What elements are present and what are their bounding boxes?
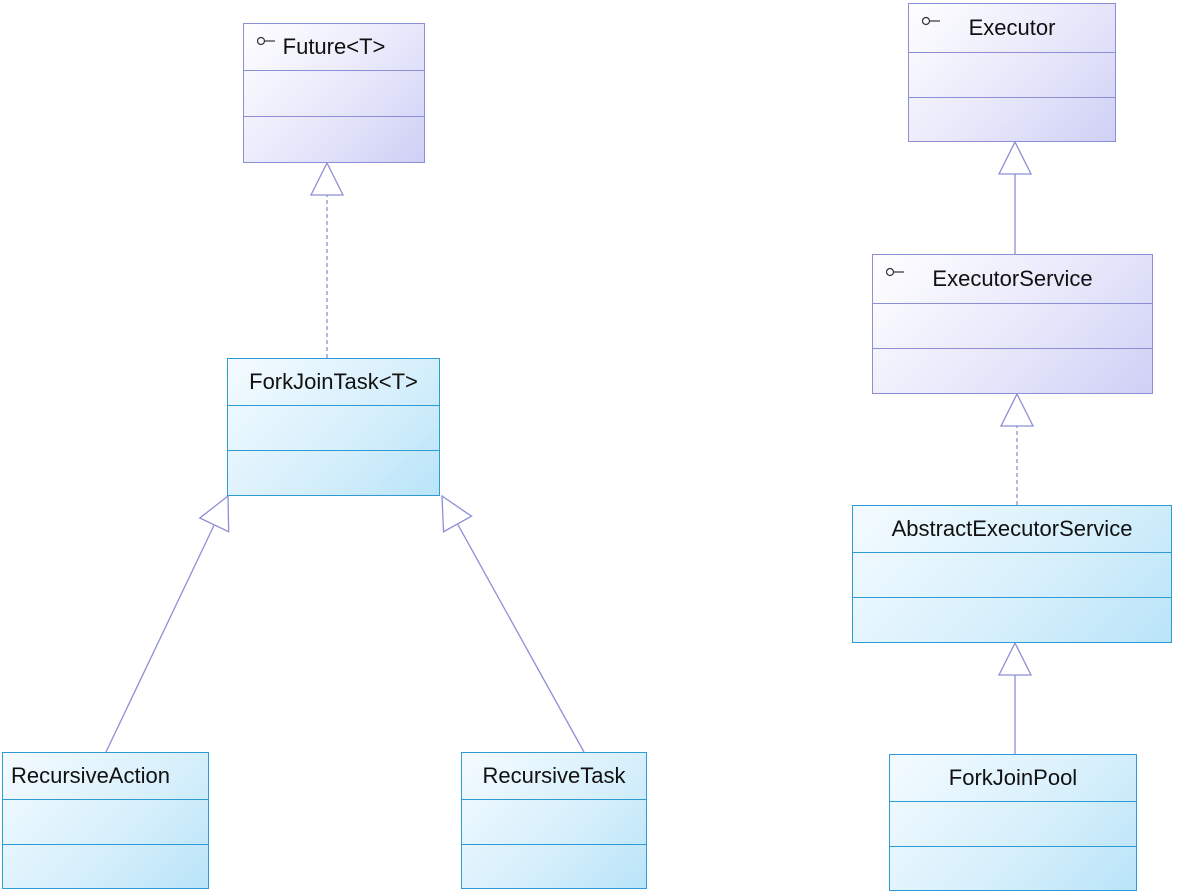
operations-compartment <box>909 96 1115 142</box>
class-name-recursiveaction: RecursiveAction <box>3 753 208 799</box>
class-name-abstractexecutorservice: AbstractExecutorService <box>853 506 1171 552</box>
arrowhead-recursivetask-to-forkjointask <box>441 494 473 533</box>
class-box-abstractexecutorservice[interactable]: AbstractExecutorService <box>852 505 1172 643</box>
class-box-forkjoinpool[interactable]: ForkJoinPool <box>889 754 1137 891</box>
class-box-executor[interactable]: Executor <box>908 3 1116 142</box>
attributes-compartment <box>244 70 424 116</box>
attributes-compartment <box>228 405 439 450</box>
arrowhead-abstractexecutorservice-to-executorservice <box>999 392 1035 427</box>
arrowhead-executorservice-to-executor <box>997 140 1033 175</box>
class-label-forkjoinpool: ForkJoinPool <box>948 765 1078 790</box>
class-name-future: Future<T> <box>244 24 424 70</box>
class-label-abstractexecutorservice: AbstractExecutorService <box>891 516 1133 541</box>
attributes-compartment <box>3 799 208 844</box>
operations-compartment <box>873 348 1152 393</box>
class-label-executorservice: ExecutorService <box>932 266 1093 291</box>
class-label-forkjointask: ForkJoinTask<T> <box>249 369 418 394</box>
attributes-compartment <box>462 799 646 844</box>
class-box-future[interactable]: Future<T> <box>243 23 425 163</box>
edge-recursivetask-to-forkjointask <box>456 523 585 753</box>
class-box-recursiveaction[interactable]: RecursiveAction <box>2 752 209 889</box>
interface-lollipop-icon <box>922 16 940 26</box>
arrowhead-recursiveaction-to-forkjointask <box>198 494 230 533</box>
attributes-compartment <box>873 303 1152 348</box>
attributes-compartment <box>890 801 1136 846</box>
class-label-executor: Executor <box>968 15 1056 40</box>
edge-recursiveaction-to-forkjointask <box>105 524 215 753</box>
operations-compartment <box>228 450 439 495</box>
operations-compartment <box>462 843 646 889</box>
class-box-executorservice[interactable]: ExecutorService <box>872 254 1153 394</box>
attributes-compartment <box>853 552 1171 597</box>
arrowhead-forkjointask-to-future <box>309 161 345 196</box>
operations-compartment <box>853 597 1171 642</box>
class-box-forkjointask[interactable]: ForkJoinTask<T> <box>227 358 440 496</box>
class-name-executor: Executor <box>909 4 1115 52</box>
arrowhead-forkjoinpool-to-abstractexecutorservice <box>997 641 1033 676</box>
operations-compartment <box>244 116 424 162</box>
class-name-forkjoinpool: ForkJoinPool <box>890 755 1136 801</box>
class-label-future: Future<T> <box>282 34 386 59</box>
operations-compartment <box>3 843 208 889</box>
class-label-recursiveaction: RecursiveAction <box>11 763 170 788</box>
attributes-compartment <box>909 52 1115 97</box>
class-label-recursivetask: RecursiveTask <box>482 763 626 788</box>
class-name-executorservice: ExecutorService <box>873 255 1152 303</box>
interface-lollipop-icon <box>257 36 275 46</box>
interface-lollipop-icon <box>886 267 904 277</box>
class-box-recursivetask[interactable]: RecursiveTask <box>461 752 647 889</box>
class-name-recursivetask: RecursiveTask <box>462 753 646 799</box>
operations-compartment <box>890 845 1136 891</box>
class-name-forkjointask: ForkJoinTask<T> <box>228 359 439 405</box>
